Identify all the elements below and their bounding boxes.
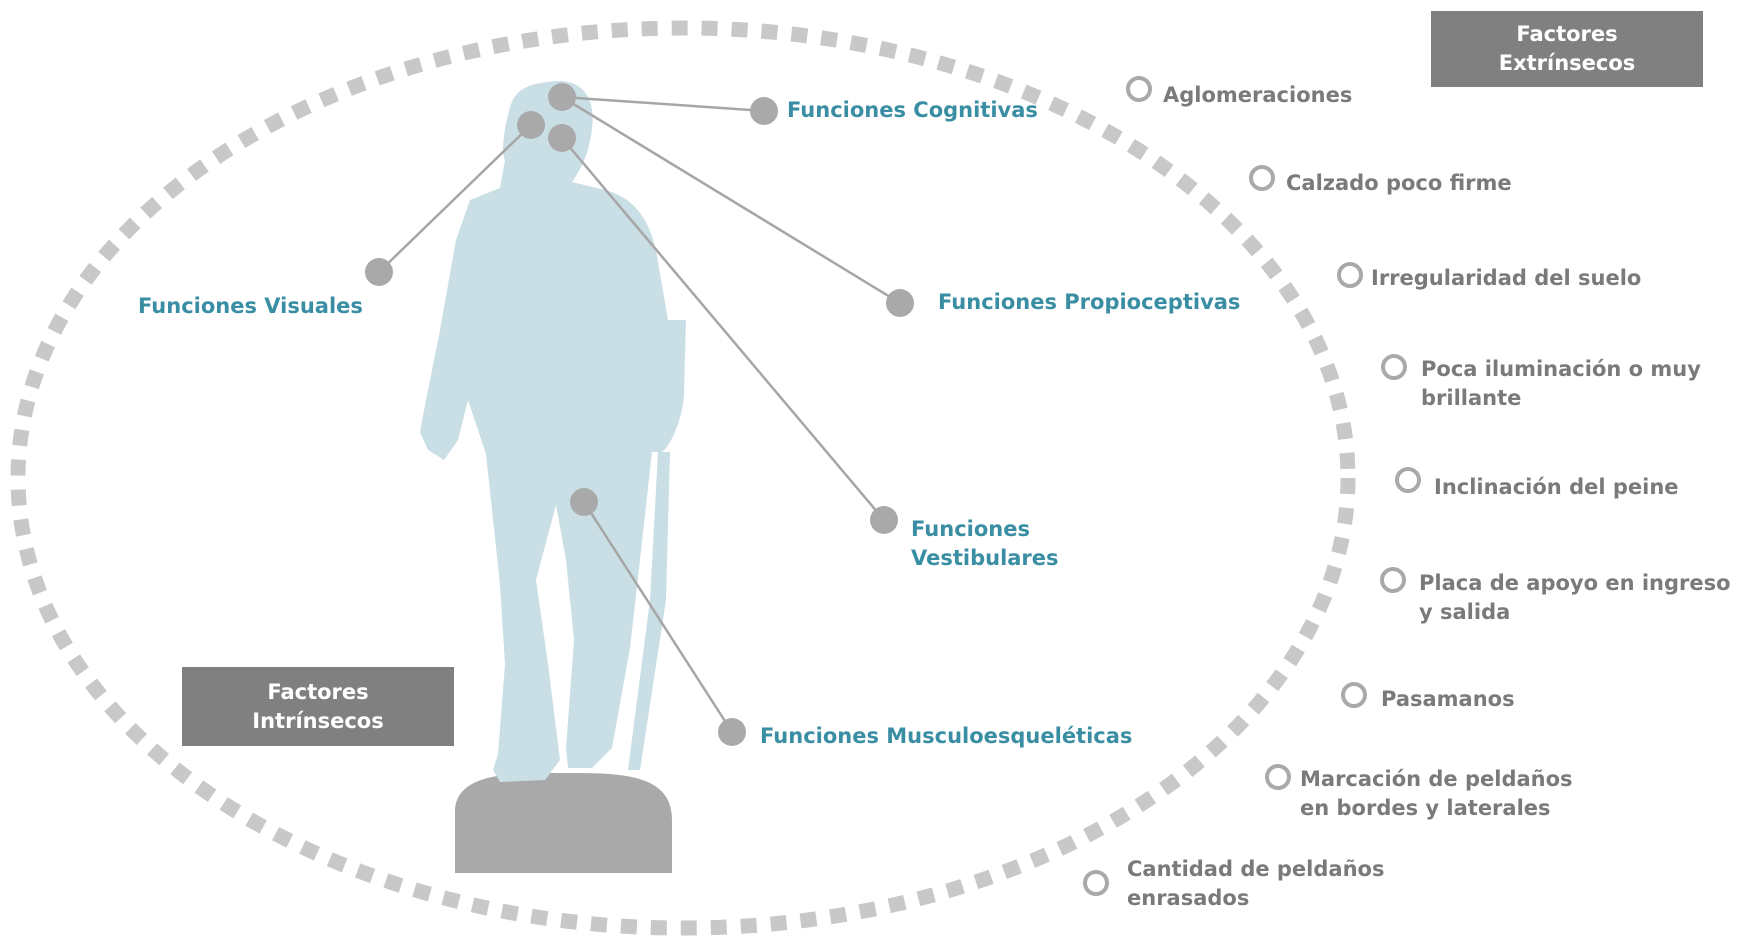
label-cantidad-line1: Cantidad de peldaños — [1127, 857, 1385, 881]
tag-extrinsic-line1: Factores — [1516, 22, 1618, 46]
label-irregularidad-del-suelo: Irregularidad del suelo — [1371, 266, 1642, 290]
label-pasamanos: Pasamanos — [1381, 687, 1515, 711]
connector-vestibular — [561, 137, 885, 521]
bullet-aglomeraciones — [1126, 76, 1152, 102]
label-cantidad-line2: enrasados — [1127, 886, 1250, 910]
label-funciones-cognitivas: Funciones Cognitivas — [787, 98, 1038, 122]
marker-cognitive — [750, 97, 778, 125]
dashed-boundary-ellipse — [10, 20, 1356, 936]
bullet-placa — [1380, 567, 1406, 593]
marker-head-right — [548, 124, 576, 152]
marker-dots — [365, 83, 914, 746]
tag-intrinsic-line1: Factores — [267, 679, 369, 704]
connector-cognitive — [561, 95, 765, 113]
tag-intrinsic-line2: Intrínsecos — [252, 708, 384, 733]
label-funciones-musculoesqueleticas: Funciones Musculoesqueléticas — [760, 724, 1133, 748]
pedestal — [455, 772, 672, 873]
connector-proprioceptive — [561, 95, 901, 305]
bullet-marcacion — [1265, 764, 1291, 790]
bullet-calzado — [1249, 165, 1275, 191]
marker-head-left — [517, 111, 545, 139]
label-funciones-visuales: Funciones Visuales — [138, 294, 363, 318]
label-poca-iluminacion: Poca iluminación o muy brillante — [1421, 355, 1701, 413]
label-funciones-vestibulares: Funciones Vestibulares — [911, 515, 1059, 573]
label-vestibulares-line2: Vestibulares — [911, 546, 1059, 570]
extrinsic-bullets — [1083, 76, 1421, 896]
bullet-irregularidad — [1337, 262, 1363, 288]
connector-musculoskeletal — [582, 501, 734, 733]
marker-knee — [570, 488, 598, 516]
bullet-pasamanos — [1341, 682, 1367, 708]
marker-head-top — [548, 83, 576, 111]
marker-vestibular — [870, 506, 898, 534]
bullet-cantidad — [1083, 870, 1109, 896]
label-marcacion-line1: Marcación de peldaños — [1300, 767, 1573, 791]
label-iluminacion-line2: brillante — [1421, 386, 1522, 410]
marker-musculoskeletal — [718, 718, 746, 746]
label-placa-line1: Placa de apoyo en ingreso — [1419, 571, 1731, 595]
connector-visual — [378, 124, 532, 273]
label-calzado-poco-firme: Calzado poco firme — [1286, 171, 1512, 195]
bullet-iluminacion — [1381, 354, 1407, 380]
label-placa-de-apoyo: Placa de apoyo en ingreso y salida — [1419, 569, 1731, 627]
label-aglomeraciones: Aglomeraciones — [1163, 83, 1353, 107]
tag-extrinsic-factors: Factores Extrínsecos — [1431, 11, 1703, 87]
elderly-person-silhouette — [420, 81, 686, 782]
label-iluminacion-line1: Poca iluminación o muy — [1421, 357, 1701, 381]
label-marcacion-line2: en bordes y laterales — [1300, 796, 1551, 820]
tag-extrinsic-line2: Extrínsecos — [1498, 51, 1636, 75]
label-placa-line2: y salida — [1419, 600, 1511, 624]
marker-visual — [365, 258, 393, 286]
bullet-inclinacion — [1395, 467, 1421, 493]
label-funciones-propioceptivas: Funciones Propioceptivas — [938, 290, 1241, 314]
label-marcacion-de-peldanos: Marcación de peldaños en bordes y latera… — [1300, 765, 1573, 823]
label-cantidad-de-peldanos: Cantidad de peldaños enrasados — [1127, 855, 1384, 913]
tag-intrinsic-factors: Factores Intrínsecos — [182, 667, 454, 746]
marker-proprioceptive — [886, 289, 914, 317]
label-vestibulares-line1: Funciones — [911, 517, 1030, 541]
connector-lines — [378, 95, 901, 733]
label-inclinacion-del-peine: Inclinación del peine — [1434, 475, 1679, 499]
